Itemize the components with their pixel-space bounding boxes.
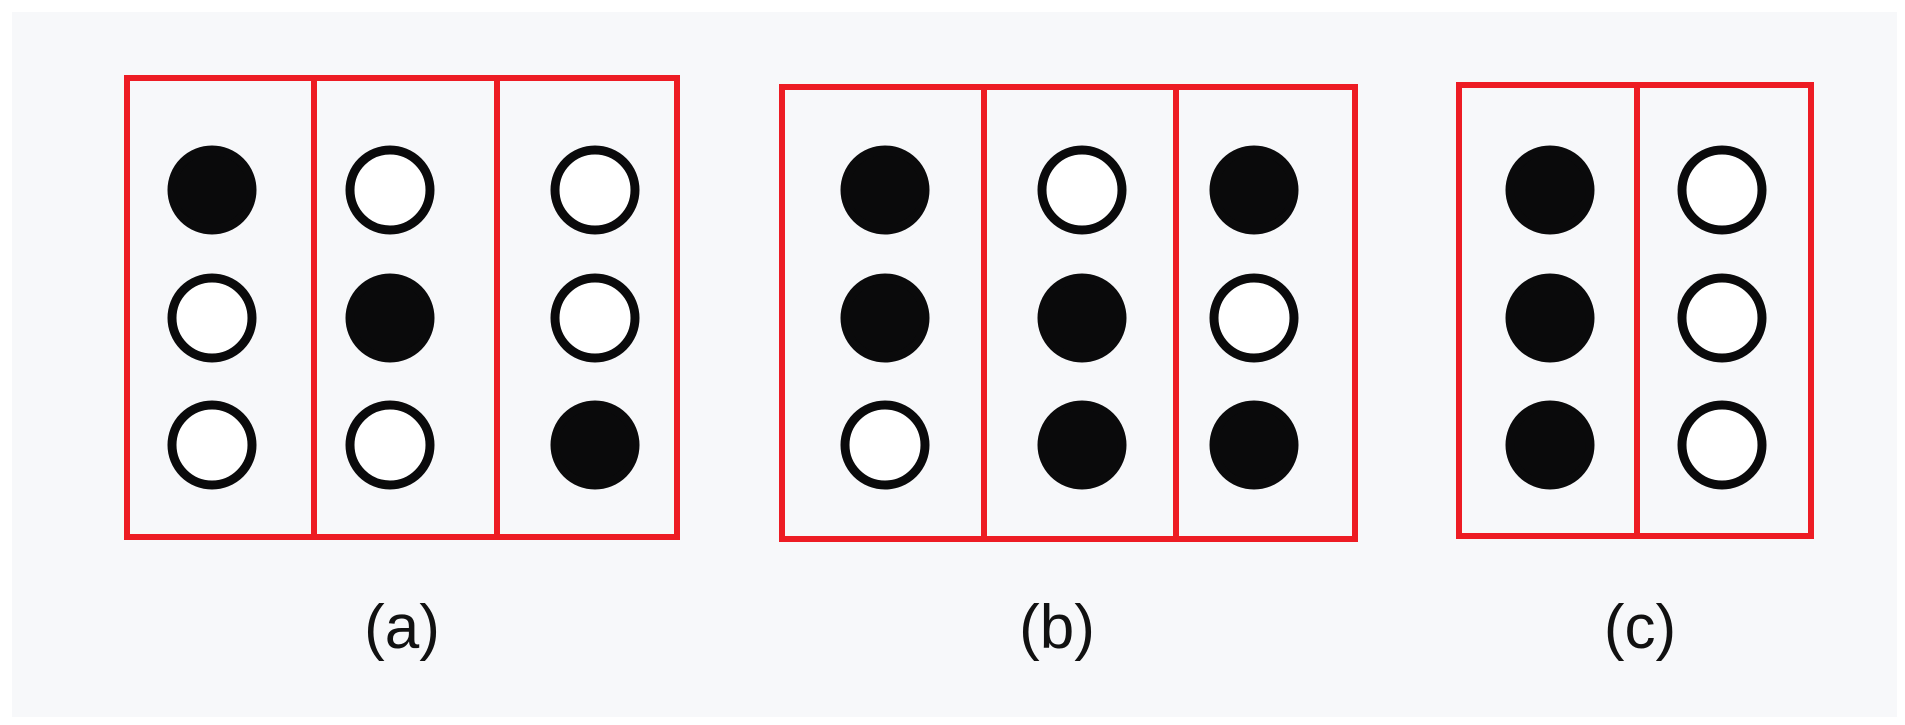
dot-empty [1677, 400, 1767, 490]
dot-filled [1209, 400, 1299, 490]
panel-b-box [779, 84, 1358, 542]
panel-a: (a) [124, 75, 680, 662]
dot-filled [167, 145, 257, 235]
dot-empty [1209, 273, 1299, 363]
panel-b: (b) [779, 84, 1358, 662]
panel-b-label: (b) [1019, 593, 1095, 662]
dot-filled [550, 400, 640, 490]
dot-empty [345, 145, 435, 235]
dot-empty [167, 273, 257, 363]
dot-empty [550, 273, 640, 363]
panel-c: (c) [1456, 82, 1814, 662]
dot-filled [345, 273, 435, 363]
dot-filled [1037, 400, 1127, 490]
dot-filled [1505, 273, 1595, 363]
panel-a-box [124, 75, 680, 540]
dot-filled [1505, 400, 1595, 490]
diagram-background [12, 12, 1897, 717]
dot-empty [840, 400, 930, 490]
dot-empty [1677, 273, 1767, 363]
dot-filled [1209, 145, 1299, 235]
dot-filled [1037, 273, 1127, 363]
dot-empty [550, 145, 640, 235]
dot-empty [1677, 145, 1767, 235]
dot-filled [840, 273, 930, 363]
dot-filled [1505, 145, 1595, 235]
dot-empty [167, 400, 257, 490]
dot-filled [840, 145, 930, 235]
panel-a-label: (a) [364, 593, 440, 662]
dot-empty [345, 400, 435, 490]
dot-empty [1037, 145, 1127, 235]
panel-c-label: (c) [1604, 593, 1676, 662]
